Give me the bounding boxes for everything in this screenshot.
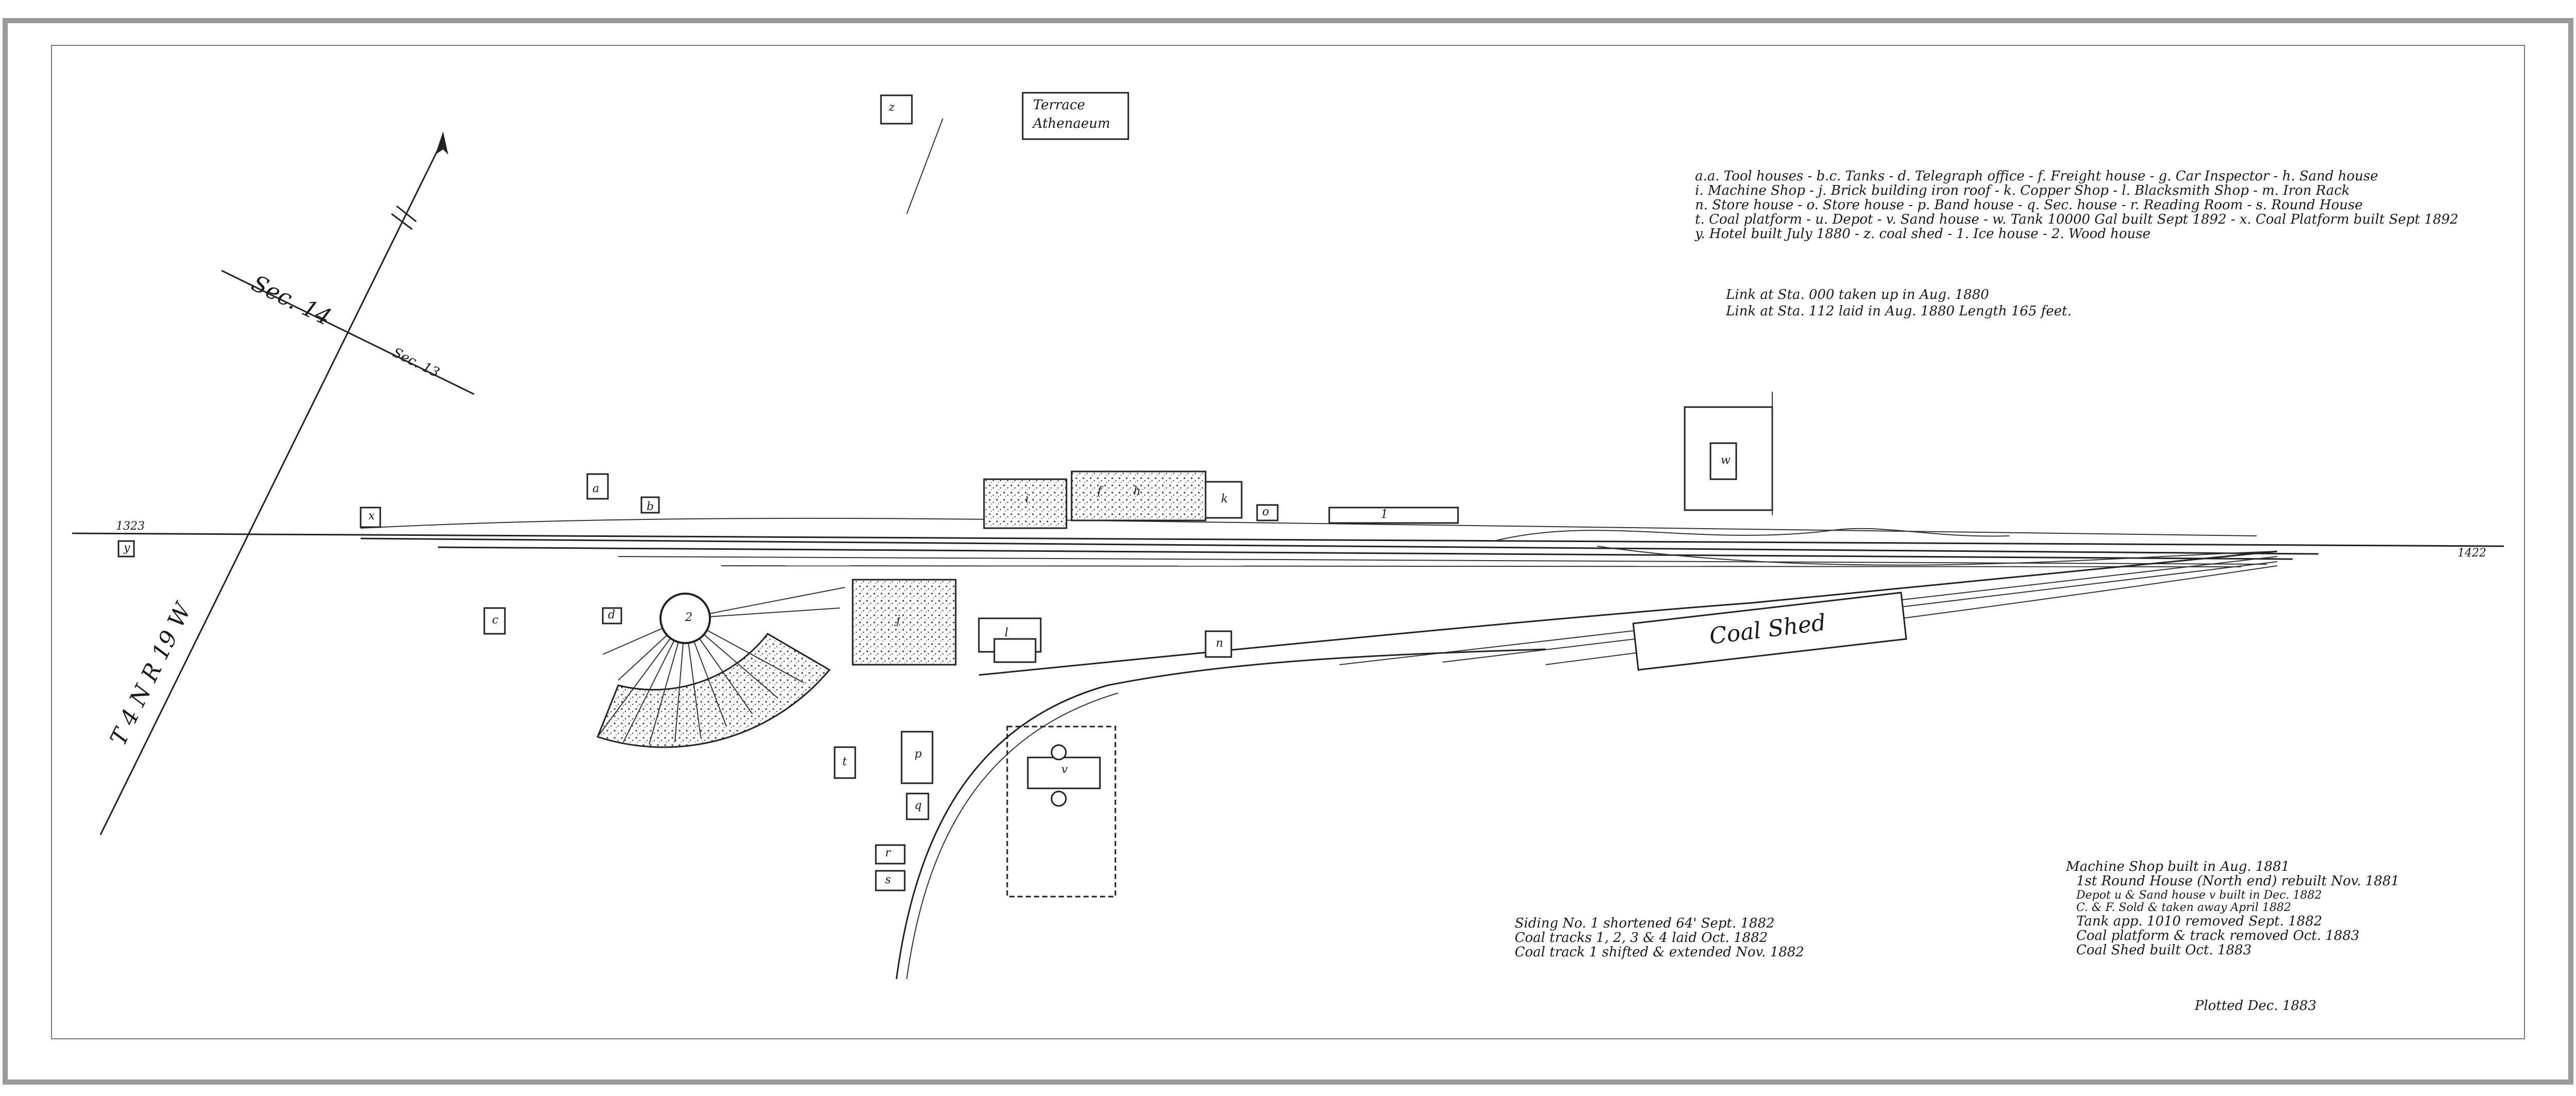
svg-text:Coal platform & track removed: Coal platform & track removed Oct. 1883 (2076, 928, 2360, 943)
building-letter: t (842, 755, 847, 768)
svg-text:Coal Shed built Oct. 1883: Coal Shed built Oct. 1883 (2076, 942, 2251, 958)
section-14-label: Sec. 14 (247, 270, 335, 331)
building-letter: l (1005, 627, 1008, 639)
coal-yard: Coal Shed (978, 550, 2278, 676)
building-letter: 1 (1381, 508, 1388, 521)
shop-buildings (852, 470, 1459, 666)
building-letter: b (647, 500, 654, 513)
building-letter: d (608, 609, 615, 621)
building-letter: k (1221, 493, 1228, 505)
svg-text:Siding No. 1 shortened 64' Sep: Siding No. 1 shortened 64' Sept. 1882 (1515, 916, 1775, 931)
building-letter: n (1216, 637, 1223, 650)
inner-border (51, 45, 2525, 1039)
link-notes: Link at Sta. 000 taken up in Aug. 1880 L… (1725, 287, 2072, 319)
building-letter: x (368, 510, 375, 522)
svg-text:Athenaeum: Athenaeum (1032, 116, 1110, 131)
building-letter: 2 (685, 611, 692, 624)
main-tracks (72, 517, 2504, 567)
plotted-date: Plotted Dec. 1883 (2194, 998, 2316, 1014)
building-letter: h (1133, 485, 1141, 498)
svg-text:Link at Sta. 112 laid in Aug.: Link at Sta. 112 laid in Aug. 1880 Lengt… (1725, 303, 2072, 319)
history-notes: Machine Shop built in Aug. 1881 1st Roun… (2065, 859, 2399, 958)
svg-text:1st Round House (North end) re: 1st Round House (North end) rebuilt Nov.… (2076, 873, 2399, 889)
svg-text:Link at Sta. 000 taken up in A: Link at Sta. 000 taken up in Aug. 1880 (1725, 287, 1989, 302)
siding-notes: Siding No. 1 shortened 64' Sept. 1882 Co… (1515, 916, 1804, 960)
building-letter: o (1262, 505, 1269, 518)
north-arrow (99, 131, 448, 835)
svg-text:Machine Shop built in Aug. 188: Machine Shop built in Aug. 1881 (2065, 859, 2290, 874)
legend-line-1: a.a. Tool houses - b.c. Tanks - d. Teleg… (1695, 168, 2378, 184)
building-letter: w (1721, 454, 1731, 467)
svg-text:C. & F. Sold & taken away Apri: C. & F. Sold & taken away April 1882 (2076, 901, 2291, 914)
station-right: 1422 (2458, 547, 2486, 560)
building-letter: a (592, 482, 599, 495)
svg-text:Tank app. 1010 removed Sept. 1: Tank app. 1010 removed Sept. 1882 (2076, 914, 2322, 929)
svg-text:Terrace: Terrace (1033, 97, 1085, 113)
small-buildings (117, 473, 1279, 891)
legend-line-5: y. Hotel built July 1880 - z. coal shed … (1694, 226, 2150, 242)
svg-text:Coal tracks 1, 2, 3 & 4 laid O: Coal tracks 1, 2, 3 & 4 laid Oct. 1882 (1515, 930, 1768, 946)
svg-text:Depot u & Sand house v built i: Depot u & Sand house v built in Dec. 188… (2076, 889, 2322, 902)
building-letter: y (123, 542, 130, 554)
turntable (659, 593, 711, 644)
building-legend: a.a. Tool houses - b.c. Tanks - d. Teleg… (1694, 168, 2459, 242)
coal-shed (1632, 592, 1907, 671)
south-branch (895, 648, 1546, 980)
building-letter: i (1025, 493, 1029, 505)
building-letter: q (914, 799, 922, 812)
building-letter: s (885, 873, 891, 886)
station-left: 1323 (116, 520, 145, 533)
terrace-athenaeum: Terrace Athenaeum (1022, 92, 1129, 140)
north-building-y (880, 94, 943, 214)
tank-lot (1006, 726, 1116, 898)
building-letter: c (492, 614, 498, 627)
section-13-label: Sec. 13 (390, 345, 442, 381)
building-letter: p (914, 748, 922, 761)
section-line (221, 269, 474, 395)
building-letter: r (885, 847, 891, 859)
outer-frame (3, 18, 2573, 1085)
township-label: T 4 N R 19 W (105, 597, 197, 749)
building-letter: v (1061, 763, 1068, 776)
svg-text:Coal track 1 shifted & extende: Coal track 1 shifted & extended Nov. 188… (1515, 945, 1804, 960)
legend-line-3: n. Store house - o. Store house - p. Ban… (1695, 197, 2363, 213)
legend-line-4: t. Coal platform - u. Depot - v. Sand ho… (1695, 212, 2459, 227)
legend-line-2: i. Machine Shop - j. Brick building iron… (1695, 183, 2350, 198)
building-letter: z (888, 101, 895, 114)
hotel-lot (1684, 392, 1773, 515)
roundhouse (597, 587, 845, 748)
